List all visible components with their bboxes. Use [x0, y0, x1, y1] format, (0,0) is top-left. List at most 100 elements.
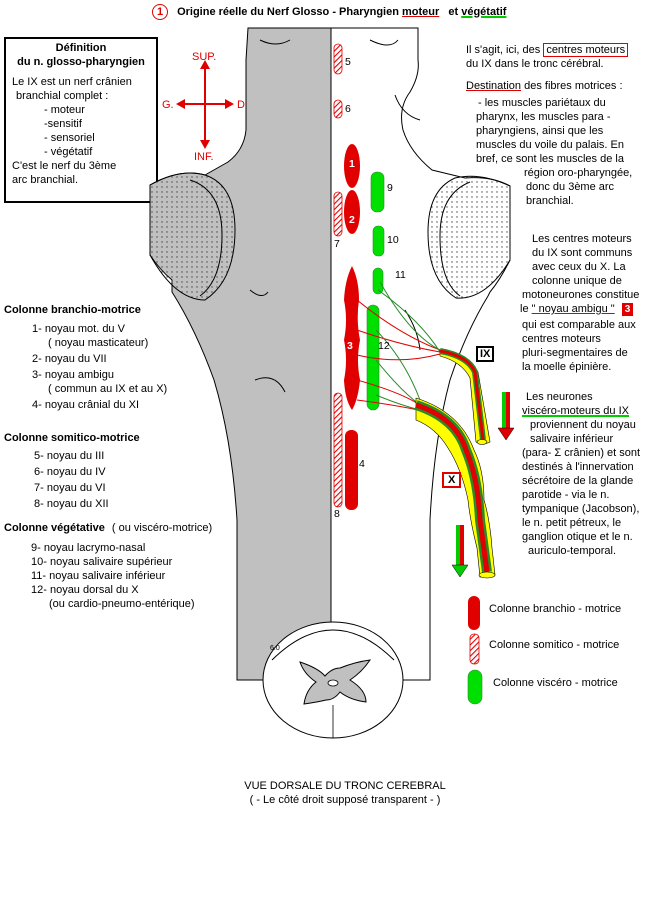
label-gauche: G. [162, 99, 174, 111]
dest-line: région oro-pharyngée, [524, 167, 633, 179]
p3-line: du IX sont communs [532, 247, 633, 259]
legend-viscero-symbol [467, 669, 483, 705]
p3-line: avec ceux du X. La [532, 261, 626, 273]
column-branchio: Colonne branchio-motrice 1- noyau mot. d… [4, 303, 229, 412]
dest-rest: des fibres motrices : [521, 80, 623, 92]
down-arrow-x [451, 525, 469, 578]
label-inf: INF. [194, 151, 214, 163]
nerve-ix [439, 348, 491, 445]
nucleus-7 [333, 191, 343, 237]
list-item: ( noyau masticateur) [48, 337, 149, 349]
nucleus-label-10: 10 [387, 234, 399, 246]
legend-branchio-label: Colonne branchio - motrice [489, 603, 622, 615]
p3-tail-line: pluri-segmentaires de [522, 347, 628, 359]
nerve-ix-label: IX [476, 346, 495, 362]
nucleus-label-1: 1 [349, 158, 355, 170]
nucleus-5 [333, 43, 343, 75]
label-sup: SUP. [192, 51, 217, 63]
list-item: 9- noyau lacrymo-nasal [31, 542, 146, 554]
nucleus-label-4: 4 [359, 458, 365, 470]
p4-line: ganglion otique et le n. [522, 531, 633, 543]
nerve-x [414, 397, 496, 579]
page-title: 1 Origine réelle du Nerf Glosso - Pharyn… [152, 4, 506, 20]
legend-branchio-symbol [468, 596, 480, 630]
p3-line: colonne unique de [532, 275, 622, 287]
nucleus-10 [372, 225, 385, 257]
definition-intro-2: branchial complet : [16, 90, 109, 102]
p4-line: auriculo-temporal. [528, 545, 617, 557]
right-paragraph-3-tail: qui est comparable aux centres moteurs p… [522, 318, 664, 374]
list-item: 4- noyau crânial du XI [32, 399, 140, 411]
p4-line: salivaire inférieur [530, 433, 614, 445]
nucleus-label-11: 11 [395, 269, 406, 281]
nucleus-4 [345, 430, 358, 510]
nucleus-label-3: 3 [347, 340, 353, 352]
nucleus-8 [333, 392, 343, 508]
p4-line: parotide - via le n. [522, 489, 610, 501]
dest-line: branchial. [526, 195, 574, 207]
list-item: 10- noyau salivaire supérieur [31, 556, 173, 568]
dest-line: - les muscles pariétaux du [478, 97, 606, 109]
p4-line: (para- Σ crânien) et sont [522, 447, 641, 459]
definition-box: Définition du n. glosso-pharyngien Le IX… [4, 37, 158, 203]
p4-line: tympanique (Jacobson), [522, 503, 640, 515]
legend-somitico-symbol [469, 633, 480, 665]
right-peduncle [427, 175, 511, 299]
p3-tail-line: la moelle épinière. [522, 361, 612, 373]
nucleus-label-2: 2 [349, 214, 355, 226]
list-item: 1- noyau mot. du V [32, 323, 125, 335]
dest-line: pharyngiens, ainsi que les [476, 125, 604, 137]
column-branchio-heading: Colonne branchio-motrice [4, 304, 141, 316]
p3-line: motoneurones constitue [522, 289, 640, 301]
list-item: 6- noyau du IV [34, 466, 106, 478]
title-et: et [448, 6, 459, 18]
nucleus-2 [344, 190, 360, 234]
p4-line: proviennent du noyau [530, 419, 636, 431]
legend-viscero-label: Colonne viscéro - motrice [493, 677, 618, 689]
nucleus-label-7: 7 [334, 238, 340, 250]
p4-line: le n. petit pétreux, le [522, 517, 622, 529]
definition-outro-2: arc branchial. [12, 174, 79, 186]
right-paragraph-1: Il s'agit, ici, des centres moteurs du I… [466, 43, 661, 71]
list-item: (ou cardio-pneumo-entérique) [49, 598, 195, 610]
p3-tail-line: centres moteurs [522, 333, 601, 345]
dest-label: Destination [466, 80, 522, 92]
cord-label: 6.0 [270, 645, 280, 652]
definition-item: -sensitif [44, 118, 82, 130]
column-vegetative-note: ( ou viscéro-motrice) [111, 522, 213, 534]
p3-badge: 3 [621, 303, 634, 316]
dest-line: pharynx, les muscles para - [476, 111, 611, 123]
right-paragraph-2: Destination des fibres motrices : - les … [466, 79, 661, 208]
nucleus-3 [344, 266, 360, 410]
down-arrow-ix [497, 392, 515, 441]
dest-line: muscles du voile du palais. En [476, 139, 624, 151]
dest-line: bref, ce sont les muscles de la [476, 153, 624, 165]
definition-intro-1: Le IX est un nerf crânien [12, 76, 132, 88]
p4-line: sécrétoire de la glande [522, 475, 634, 487]
p3-tail-line: qui est comparable aux [522, 319, 636, 331]
dest-line: donc du 3ème arc [526, 181, 615, 193]
definition-item: - sensoriel [44, 132, 95, 144]
caption-line-2: ( - Le côté droit supposé transparent - … [249, 794, 441, 806]
list-item: ( commun au IX et au X) [48, 383, 168, 395]
list-item: 2- noyau du VII [32, 353, 107, 365]
p4-underlined: viscéro-moteurs du IX [522, 405, 629, 417]
p4-first: Les neurones [526, 391, 593, 403]
definition-item: - végétatif [44, 146, 93, 158]
nucleus-label-8: 8 [334, 508, 340, 520]
caption: VUE DORSALE DU TRONC CEREBRAL ( - Le côt… [180, 779, 510, 807]
nucleus-label-12: 12 [378, 340, 390, 352]
list-item: 3- noyau ambigu [32, 369, 114, 381]
title-text: Origine réelle du Nerf Glosso - Pharyngi… [177, 6, 399, 18]
p3-noyau-ambigu: " noyau ambigu " [531, 303, 615, 315]
p4-line: destinés à l'innervation [522, 461, 634, 473]
definition-heading-2: du n. glosso-pharyngien [17, 56, 145, 68]
nerve-x-label: X [442, 472, 462, 488]
nucleus-label-9: 9 [387, 182, 393, 194]
brainstem-diagram [149, 27, 515, 739]
list-item: 7- noyau du VI [34, 482, 106, 494]
p1-text-b: du IX dans le tronc cérébral. [466, 58, 604, 70]
nucleus-1 [344, 144, 360, 188]
column-vegetative-heading: Colonne végétative [4, 522, 105, 534]
definition-outro-1: C'est le nerf du 3ème [12, 160, 117, 172]
